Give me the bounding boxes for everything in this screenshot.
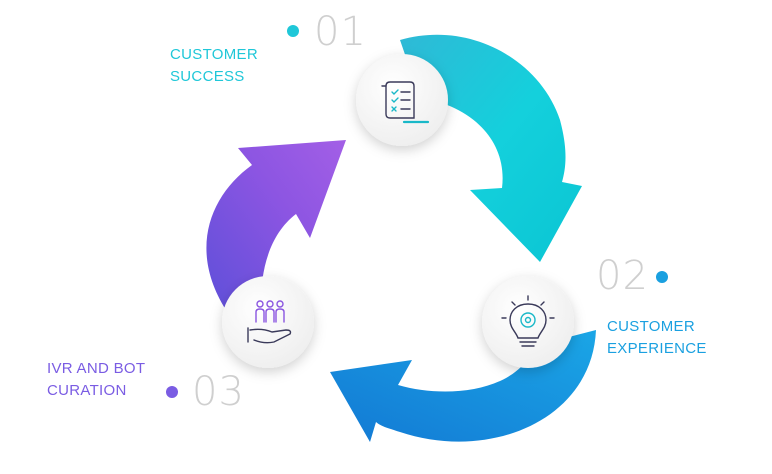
step-1-node: [356, 54, 448, 146]
step-3-label-line2: CURATION: [47, 382, 127, 399]
checklist-document-icon: [381, 81, 430, 124]
step-2-number: 02: [596, 253, 649, 299]
step-3-dot: [166, 386, 178, 398]
step-3-number: 03: [192, 369, 245, 415]
step-1-dot: [287, 25, 299, 37]
people-hand-icon: [247, 300, 292, 344]
step-1-label: CUSTOMER SUCCESS: [170, 44, 258, 88]
step-1-label-line2: SUCCESS: [170, 68, 245, 85]
step-1-label-line1: CUSTOMER: [170, 46, 258, 63]
step-2-label-line2: EXPERIENCE: [607, 340, 707, 357]
step-2-node: [482, 276, 574, 368]
lightbulb-gear-icon: [501, 295, 555, 347]
step-3-label: IVR AND BOT CURATION: [47, 358, 145, 402]
step-1-number: 01: [314, 9, 367, 55]
step-2-label-line1: CUSTOMER: [607, 318, 695, 335]
step-3-label-line1: IVR AND BOT: [47, 360, 146, 377]
step-2-label: CUSTOMER EXPERIENCE: [607, 316, 707, 360]
step-3-node: [222, 276, 314, 368]
step-2-dot: [656, 271, 668, 283]
arrow-purple: [206, 140, 346, 330]
